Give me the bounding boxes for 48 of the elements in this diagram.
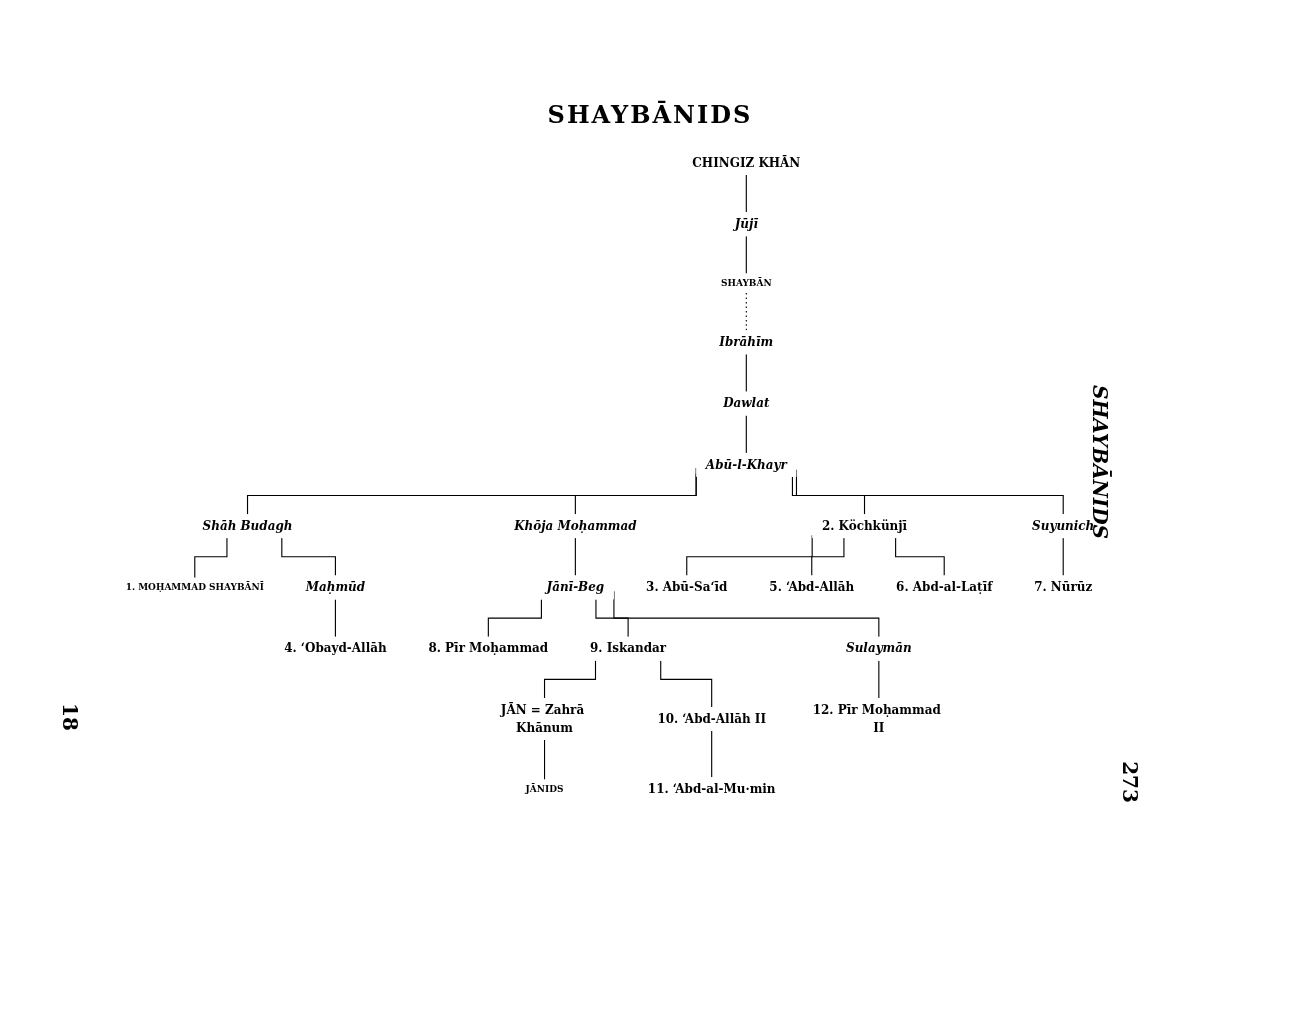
connector (745, 353, 747, 393)
connector (487, 598, 542, 638)
connector (660, 660, 713, 708)
connector (543, 660, 597, 699)
node-text: JĀN = Zahrā Khānum (500, 702, 585, 735)
node-text: 7. Nūrūz (1034, 579, 1093, 595)
connector (745, 292, 747, 331)
connector (194, 537, 228, 579)
connector (595, 598, 629, 638)
connector (543, 739, 546, 781)
connector (745, 415, 747, 454)
connector (745, 235, 747, 275)
connector (711, 730, 713, 778)
node-text: Khōja Moḥammad (514, 518, 637, 533)
node-text: Shāh Budagh (202, 518, 293, 533)
node-text: Dawlat (723, 396, 770, 411)
node-text: 8. Pīr Moḥammad (428, 641, 549, 656)
node-text: Ibrāhīm (719, 334, 774, 350)
node-text: 11. ‘Abd-al-Mu·min (647, 781, 776, 796)
page-number: 18 (58, 702, 82, 733)
connector (895, 537, 945, 577)
connector (878, 660, 880, 699)
node-text: CHINGIZ KHĀN (692, 155, 801, 170)
node-text: 5. ‘Abd-Allāh (769, 579, 855, 595)
diagram-title: SHAYBĀNIDS (546, 100, 754, 129)
node-text: Abū-l-Khayr (705, 457, 787, 472)
node-text: Maḥmūd (305, 579, 366, 595)
node-text: 6. Abd-al-Laṭīf (896, 579, 993, 595)
node-text: 2. Köchkünjī (821, 518, 908, 533)
node-text: 1. MOḤAMMAD SHAYBĀNĪ (125, 582, 264, 593)
node-text: JĀNIDS (525, 784, 564, 795)
node-text: Sulaymān (846, 641, 912, 656)
node-text: 3. Abū-Sa‘īd (646, 579, 728, 595)
connector (791, 476, 866, 515)
connector (811, 537, 845, 577)
connector (1062, 537, 1064, 577)
node-text: SHAYBĀN (721, 278, 772, 289)
node-text: 10. ‘Abd-Allāh II (657, 711, 766, 726)
page-number: 273 (1118, 760, 1142, 805)
node-text: Jānī-Beg (546, 579, 605, 595)
connector (745, 174, 747, 213)
node-text: Jūjī (734, 216, 758, 231)
node-text: 9. Iskandar (590, 641, 667, 656)
node-text: 4. ‘Obayd-Allāh (284, 641, 387, 656)
node-text: 12. Pīr Moḥammad II (812, 702, 941, 735)
connector (574, 537, 576, 577)
connector (334, 598, 336, 638)
connector (281, 537, 336, 577)
